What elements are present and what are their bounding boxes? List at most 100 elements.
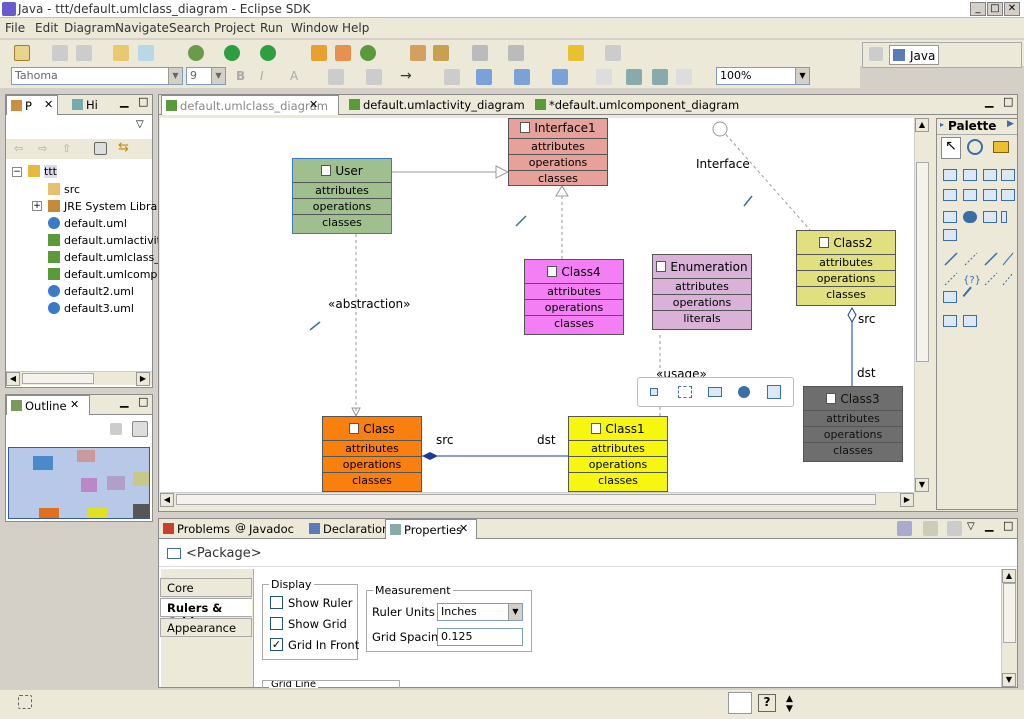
node-enumeration[interactable]: Enumeration attributes operations litera… — [652, 254, 752, 330]
add-interface-icon[interactable] — [708, 387, 722, 397]
scroll-thumb[interactable] — [1003, 583, 1016, 643]
class-tool-icon[interactable] — [943, 169, 957, 181]
realization-tool-icon[interactable] — [1002, 252, 1014, 266]
properties-vertical-scrollbar[interactable]: ▲ ▼ — [1001, 569, 1017, 687]
next-annotation-icon[interactable] — [472, 45, 488, 61]
prev-annotation-icon[interactable] — [508, 45, 524, 61]
abstraction-label[interactable]: «abstraction» — [328, 297, 411, 311]
maximize-view-icon[interactable]: □ — [1003, 519, 1014, 532]
connector-handle-icon[interactable] — [309, 321, 321, 331]
new-class-icon[interactable] — [138, 45, 154, 61]
constraint-tool-icon[interactable] — [943, 229, 957, 241]
maximize-view-icon[interactable]: □ — [1003, 95, 1014, 108]
tab-package-explorer[interactable]: P — [6, 95, 58, 115]
tab-component-diagram[interactable]: *default.umlcomponent_diagram — [531, 95, 739, 115]
image-tool-icon[interactable] — [963, 315, 977, 327]
menu-diagram[interactable]: Diagram — [64, 21, 116, 35]
help-icon[interactable]: ? — [758, 694, 776, 712]
literal-tool-icon[interactable] — [1001, 211, 1007, 223]
tab-class-diagram[interactable]: default.umlclass_diagram — [161, 95, 339, 115]
forward-icon[interactable]: ⇨ — [38, 142, 48, 155]
interface-label[interactable]: Interface — [696, 157, 750, 171]
forward-icon[interactable] — [605, 45, 621, 61]
size-icon[interactable] — [596, 69, 612, 85]
new-icon[interactable] — [14, 45, 30, 61]
dependency-tool-icon[interactable] — [964, 252, 978, 266]
menu-file[interactable]: File — [5, 21, 26, 35]
status-menu-icon[interactable]: ▲▼ — [786, 694, 793, 714]
close-button[interactable]: ✕ — [1004, 2, 1020, 16]
tab-activity-diagram[interactable]: default.umlactivity_diagram — [345, 95, 525, 115]
save-icon[interactable] — [52, 45, 68, 61]
view-menu-icon[interactable]: ▽ — [136, 119, 144, 130]
bold-icon[interactable]: B — [236, 69, 246, 83]
horizontal-scrollbar[interactable]: ◀ ▶ — [6, 371, 152, 386]
connector-handle-icon[interactable] — [743, 195, 753, 207]
node-user[interactable]: User attributes operations classes — [292, 158, 392, 234]
grid-spacing-input[interactable]: 0.125 — [437, 628, 523, 646]
scroll-up-button[interactable]: ▲ — [915, 118, 929, 132]
print-icon[interactable] — [76, 45, 92, 61]
diagram-vertical-scrollbar[interactable]: ▲ ▼ — [914, 118, 930, 492]
back-icon[interactable] — [568, 45, 584, 61]
instance-tool-icon[interactable] — [943, 291, 957, 303]
operation-tool-icon[interactable] — [983, 211, 997, 223]
minimize-button[interactable]: _ — [970, 2, 986, 16]
side-tab-rulers-grid[interactable]: Rulers & Grid — [160, 598, 252, 629]
usage-tool-icon[interactable] — [944, 272, 958, 286]
open-perspective-icon[interactable] — [869, 47, 883, 61]
scroll-thumb[interactable] — [916, 162, 929, 362]
dst-role-label[interactable]: dst — [537, 433, 556, 447]
show-categories-icon[interactable] — [923, 521, 938, 536]
close-icon[interactable]: ✕ — [309, 98, 319, 111]
collapse-all-icon[interactable] — [94, 142, 107, 155]
abstraction-tool-icon[interactable]: {?} — [963, 275, 981, 286]
maximize-view-icon[interactable]: □ — [138, 395, 149, 408]
minimize-view-icon[interactable]: ▁ — [985, 519, 994, 532]
new-package-icon[interactable] — [113, 45, 129, 61]
link-editor-icon[interactable]: ⇆ — [118, 140, 129, 155]
route-icon[interactable] — [626, 69, 642, 85]
layout-icon[interactable] — [676, 69, 692, 85]
side-tab-appearance[interactable]: Appearance — [160, 618, 252, 637]
outline-thumbnail[interactable] — [8, 447, 150, 519]
debug-icon[interactable] — [188, 45, 204, 61]
scroll-down-button[interactable]: ▼ — [1002, 673, 1016, 687]
tree-item[interactable]: default.umlcompo — [48, 268, 164, 281]
node-interface1[interactable]: Interface1 attributes operations classes — [508, 118, 608, 186]
ruler-units-select[interactable]: Inches▼ — [437, 603, 523, 621]
close-icon[interactable]: ✕ — [44, 98, 54, 111]
node-class4[interactable]: Class4 attributes operations classes — [524, 259, 624, 335]
menu-navigate[interactable]: Navigate — [115, 21, 169, 35]
distribute-icon[interactable] — [552, 69, 568, 85]
node-class[interactable]: Class attributes operations classes — [322, 416, 422, 492]
open-type-icon[interactable] — [311, 45, 327, 61]
association-tool-icon[interactable] — [944, 252, 958, 266]
arrow-style-icon[interactable]: → — [400, 68, 412, 84]
search-icon[interactable] — [360, 45, 376, 61]
tab-javadoc[interactable]: @Javadoc — [235, 521, 294, 536]
datatype-tool-icon[interactable] — [943, 189, 957, 201]
scroll-left-button[interactable]: ◀ — [160, 493, 174, 507]
font-color-icon[interactable]: A — [290, 69, 299, 83]
enumeration-tool-icon[interactable] — [1001, 169, 1015, 181]
tree-item[interactable]: default.uml — [48, 217, 127, 230]
close-icon[interactable]: ✕ — [459, 522, 469, 535]
node-class2[interactable]: Class2 attributes operations classes — [796, 230, 896, 306]
open-task-icon[interactable] — [335, 45, 351, 61]
package-tool-icon[interactable] — [963, 169, 977, 181]
substitution-tool-icon[interactable] — [984, 272, 998, 286]
tab-declaration[interactable]: Declaration — [305, 519, 389, 539]
minimize-view-icon[interactable]: ▁ — [120, 395, 129, 408]
property-tool-icon[interactable] — [943, 211, 957, 223]
open-folder-icon[interactable] — [410, 45, 426, 61]
import-tool-icon[interactable] — [1002, 272, 1014, 286]
lollipop-interface-icon[interactable] — [712, 121, 728, 137]
tab-properties[interactable]: Properties — [385, 519, 477, 539]
scroll-right-button[interactable]: ▶ — [136, 372, 150, 386]
tab-problems[interactable]: Problems — [159, 519, 230, 539]
arrange-icon[interactable] — [476, 69, 492, 85]
menu-project[interactable]: Project — [214, 21, 256, 35]
tab-outline[interactable]: Outline — [6, 395, 90, 415]
primitive-tool-icon[interactable] — [963, 189, 977, 201]
